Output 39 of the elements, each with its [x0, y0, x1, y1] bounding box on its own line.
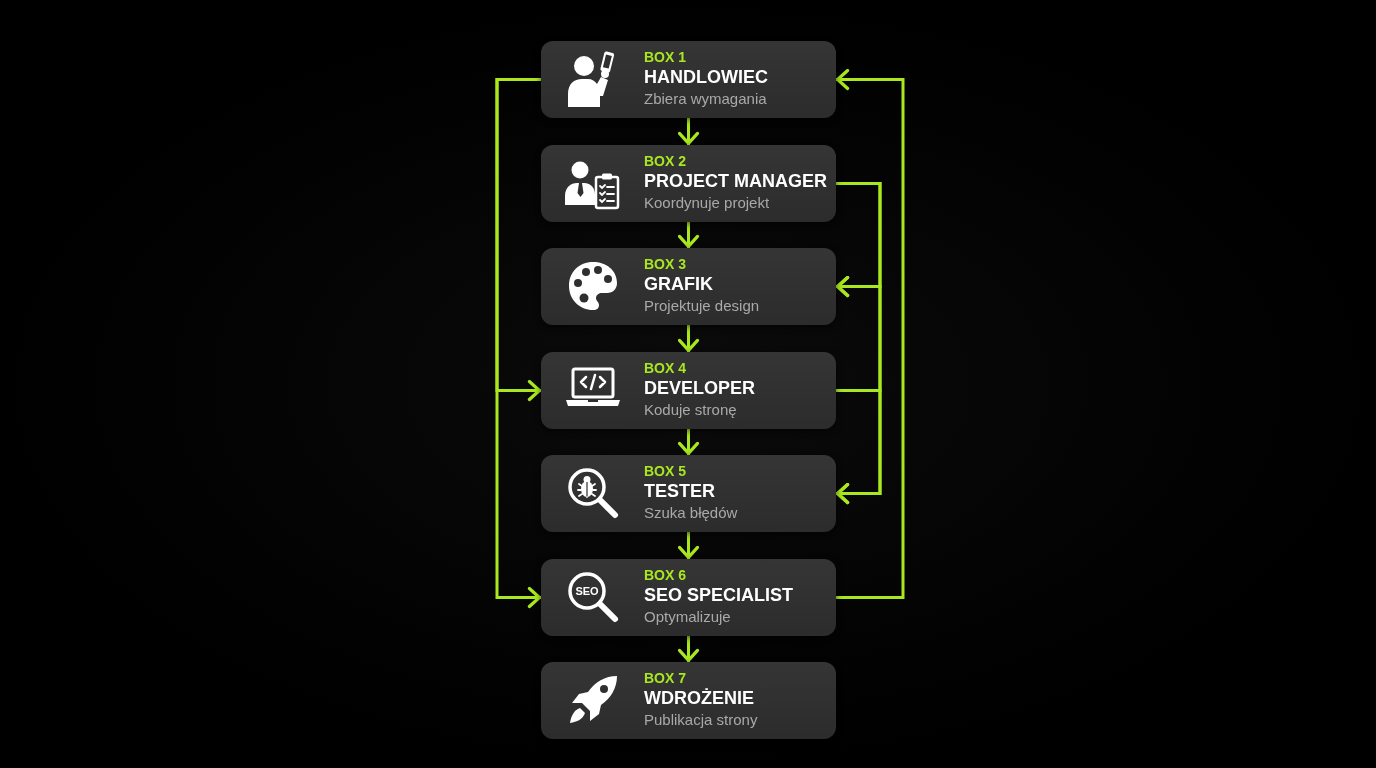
arrow — [677, 636, 700, 662]
step-label: BOX 4 — [644, 360, 686, 376]
step-label: BOX 5 — [644, 463, 686, 479]
arrow — [677, 118, 700, 145]
step-label: BOX 2 — [644, 153, 686, 169]
arrow — [836, 275, 882, 392]
role-title: WDROŻENIE — [644, 687, 754, 710]
arrow — [677, 222, 700, 248]
role-description: Koordynuje projekt — [644, 193, 770, 212]
process-box — [541, 145, 836, 222]
process-box — [541, 41, 836, 118]
role-title: DEVELOPER — [644, 377, 756, 400]
process-box — [541, 559, 836, 636]
arrow — [495, 78, 541, 609]
step-label: BOX 7 — [644, 670, 686, 686]
step-label: BOX 6 — [644, 567, 686, 583]
role-description: Zbiera wymagania — [644, 89, 767, 108]
process-box — [541, 352, 836, 429]
arrow — [677, 532, 700, 559]
step-label: BOX 1 — [644, 49, 686, 65]
role-description: Publikacja strony — [644, 710, 758, 729]
role-description: Optymalizuje — [644, 607, 731, 626]
arrow — [836, 389, 882, 505]
process-box — [541, 248, 836, 325]
process-box — [541, 455, 836, 532]
role-title: HANDLOWIEC — [644, 66, 768, 89]
role-description: Koduje stronę — [644, 400, 737, 419]
role-description: Projektuje design — [644, 296, 760, 315]
role-title: TESTER — [644, 480, 715, 503]
role-description: Szuka błędów — [644, 503, 738, 522]
role-title: PROJECT MANAGER — [644, 170, 827, 193]
process-box — [541, 662, 836, 739]
arrow — [836, 68, 905, 599]
icon-text: SEO — [575, 585, 599, 597]
arrow — [677, 325, 700, 352]
step-label: BOX 3 — [644, 256, 686, 272]
role-title: GRAFIK — [644, 273, 713, 296]
arrow — [677, 429, 700, 455]
role-title: SEO SPECIALIST — [644, 584, 794, 607]
